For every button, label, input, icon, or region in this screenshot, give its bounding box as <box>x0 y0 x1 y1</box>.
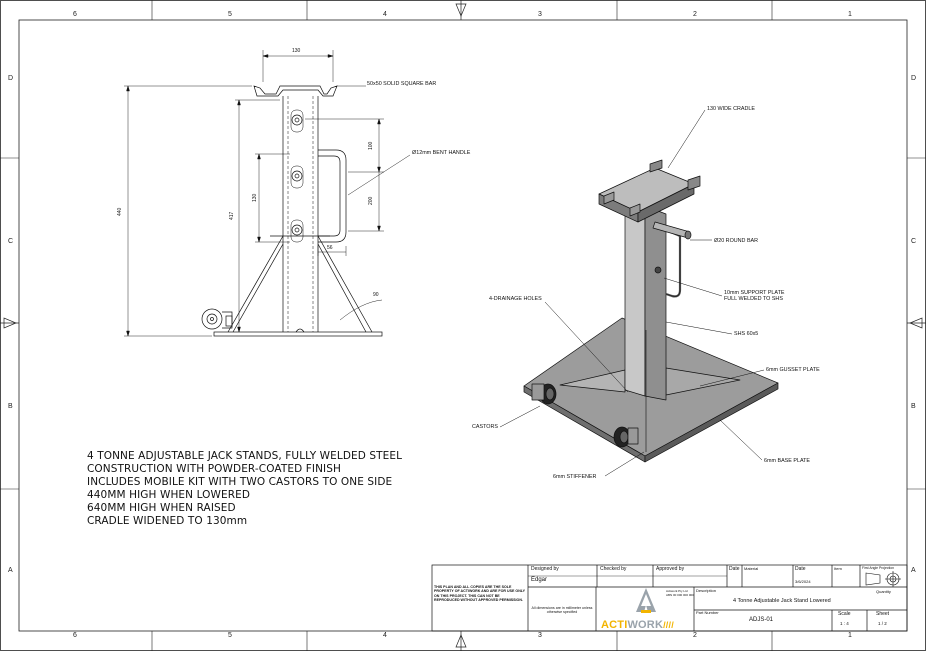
inner-border <box>18 19 908 632</box>
note-line: 640MM HIGH WHEN RAISED <box>87 502 236 514</box>
approved-by-label: Approved by <box>656 566 685 572</box>
callout-support-plate-line-2: FULL WELDED TO SHS <box>724 296 783 302</box>
callout-base-plate: 6mm BASE PLATE <box>764 458 811 464</box>
item-label: Item <box>834 566 842 571</box>
callout-drainage: 4-DRAINAGE HOLES <box>489 296 542 302</box>
date-value: 3/6/2024 <box>795 579 811 584</box>
dim-shs-height: 417 <box>229 211 235 220</box>
dim-offset: 56 <box>327 245 333 251</box>
callout-support-plate-line-1: 10mm SUPPORT PLATE <box>724 290 785 296</box>
castor-back <box>531 383 557 405</box>
zone-col-top-6: 6 <box>73 11 77 18</box>
general-notes: 4 TONNE ADJUSTABLE JACK STANDS, FULLY WE… <box>87 450 402 528</box>
description-value: 4 Tonne Adjustable Jack Stand Lowered <box>733 598 831 604</box>
projection-symbol-icon <box>865 571 901 587</box>
zone-col-bottom-6: 6 <box>73 632 77 639</box>
zone-col-top-3: 3 <box>538 11 542 18</box>
logo-bars: //// <box>663 620 674 630</box>
actiwork-logo-icon <box>636 588 656 613</box>
callout-square-bar: 50x50 SOLID SQUARE BAR <box>367 81 437 87</box>
zone-col-bottom-2: 2 <box>693 632 697 639</box>
front-dimensions <box>124 50 411 337</box>
designed-by-value: Edgar <box>531 577 548 583</box>
logo-wordmark: ACTIWORK//// <box>601 619 674 631</box>
callout-bent-handle: Ø12mm BENT HANDLE <box>412 150 471 156</box>
quantity-label: Quantity <box>876 589 891 594</box>
dim-hole-spacing: 130 <box>252 193 258 202</box>
shs-column <box>624 205 646 397</box>
zone-row-right-c: C <box>911 238 917 245</box>
scale-label: Scale <box>838 611 851 617</box>
company-small-1: Actiwork Pty Ltd <box>666 589 688 593</box>
company-small-2: ABN 00 000 000 000 <box>666 593 694 597</box>
zone-row-right-a: A <box>911 567 916 574</box>
scale-value: 1 : 4 <box>840 621 849 626</box>
dim-top-width: 130 <box>292 48 301 54</box>
callout-stiffener: 6mm STIFFENER <box>553 474 597 480</box>
material-label: Material <box>744 566 759 571</box>
part-number-label: Part Number <box>696 610 719 615</box>
note-line: 4 TONNE ADJUSTABLE JACK STANDS, FULLY WE… <box>87 450 403 462</box>
designed-by-label: Designed by <box>531 566 559 572</box>
dim-handle-lower: 200 <box>368 196 374 205</box>
callout-cradle: 130 WIDE CRADLE <box>707 106 755 112</box>
note-line: INCLUDES MOBILE KIT WITH TWO CASTORS TO … <box>87 476 393 488</box>
zone-col-top-4: 4 <box>383 11 387 18</box>
date-label-2: Date <box>795 566 806 572</box>
castor-front <box>613 426 639 448</box>
zone-row-left-a: A <box>8 567 13 574</box>
part-number-value: ADJS-01 <box>749 617 774 623</box>
zone-row-left-c: C <box>8 238 14 245</box>
callout-support-plate: 10mm SUPPORT PLATE FULL WELDED TO SHS <box>724 290 785 302</box>
projection-label: First Angle Projection <box>862 566 895 570</box>
zone-col-top-5: 5 <box>228 11 232 18</box>
callout-shs: SHS 60x5 <box>734 331 759 337</box>
zone-col-bottom-1: 1 <box>848 632 852 639</box>
zone-col-top-2: 2 <box>693 11 697 18</box>
dim-angle: 90 <box>373 292 379 298</box>
zone-col-bottom-3: 3 <box>538 632 542 639</box>
zone-row-right-b: B <box>911 403 916 410</box>
dim-handle-upper: 100 <box>368 141 374 150</box>
dim-overall-height: 440 <box>117 207 123 216</box>
zone-col-bottom-4: 4 <box>383 632 387 639</box>
zone-row-left-d: D <box>8 75 14 82</box>
callout-castors: CASTORS <box>472 424 498 430</box>
zone-col-top-1: 1 <box>848 11 852 18</box>
description-label: Description <box>696 588 717 593</box>
callout-round-bar: Ø20 ROUND BAR <box>714 238 759 244</box>
sheet-value: 1 / 2 <box>878 621 887 626</box>
zone-row-right-d: D <box>911 75 917 82</box>
zone-col-bottom-5: 5 <box>228 632 232 639</box>
cradle-outline <box>253 85 338 97</box>
dimensions-note: All dimensions are in millimeter unless … <box>531 606 593 615</box>
note-line: CRADLE WIDENED TO 130mm <box>87 515 248 527</box>
note-line: 440MM HIGH WHEN LOWERED <box>87 489 251 501</box>
callout-gusset: 6mm GUSSET PLATE <box>766 367 820 373</box>
sheet-label: Sheet <box>876 611 890 617</box>
logo-text-acti: ACTI <box>601 619 628 631</box>
note-line: CONSTRUCTION WITH POWDER-COATED FINISH <box>87 463 341 475</box>
zone-row-left-b: B <box>8 403 13 410</box>
checked-by-label: Checked by <box>600 566 627 572</box>
iso-view <box>523 159 779 463</box>
date-label: Date <box>729 566 740 572</box>
title-block-frame <box>431 564 908 632</box>
ownership-notice: THIS PLAN AND ALL COPIES ARE THE SOLE PR… <box>434 585 525 603</box>
logo-text-work: WORK <box>627 619 664 631</box>
iso-leaders <box>499 109 765 477</box>
